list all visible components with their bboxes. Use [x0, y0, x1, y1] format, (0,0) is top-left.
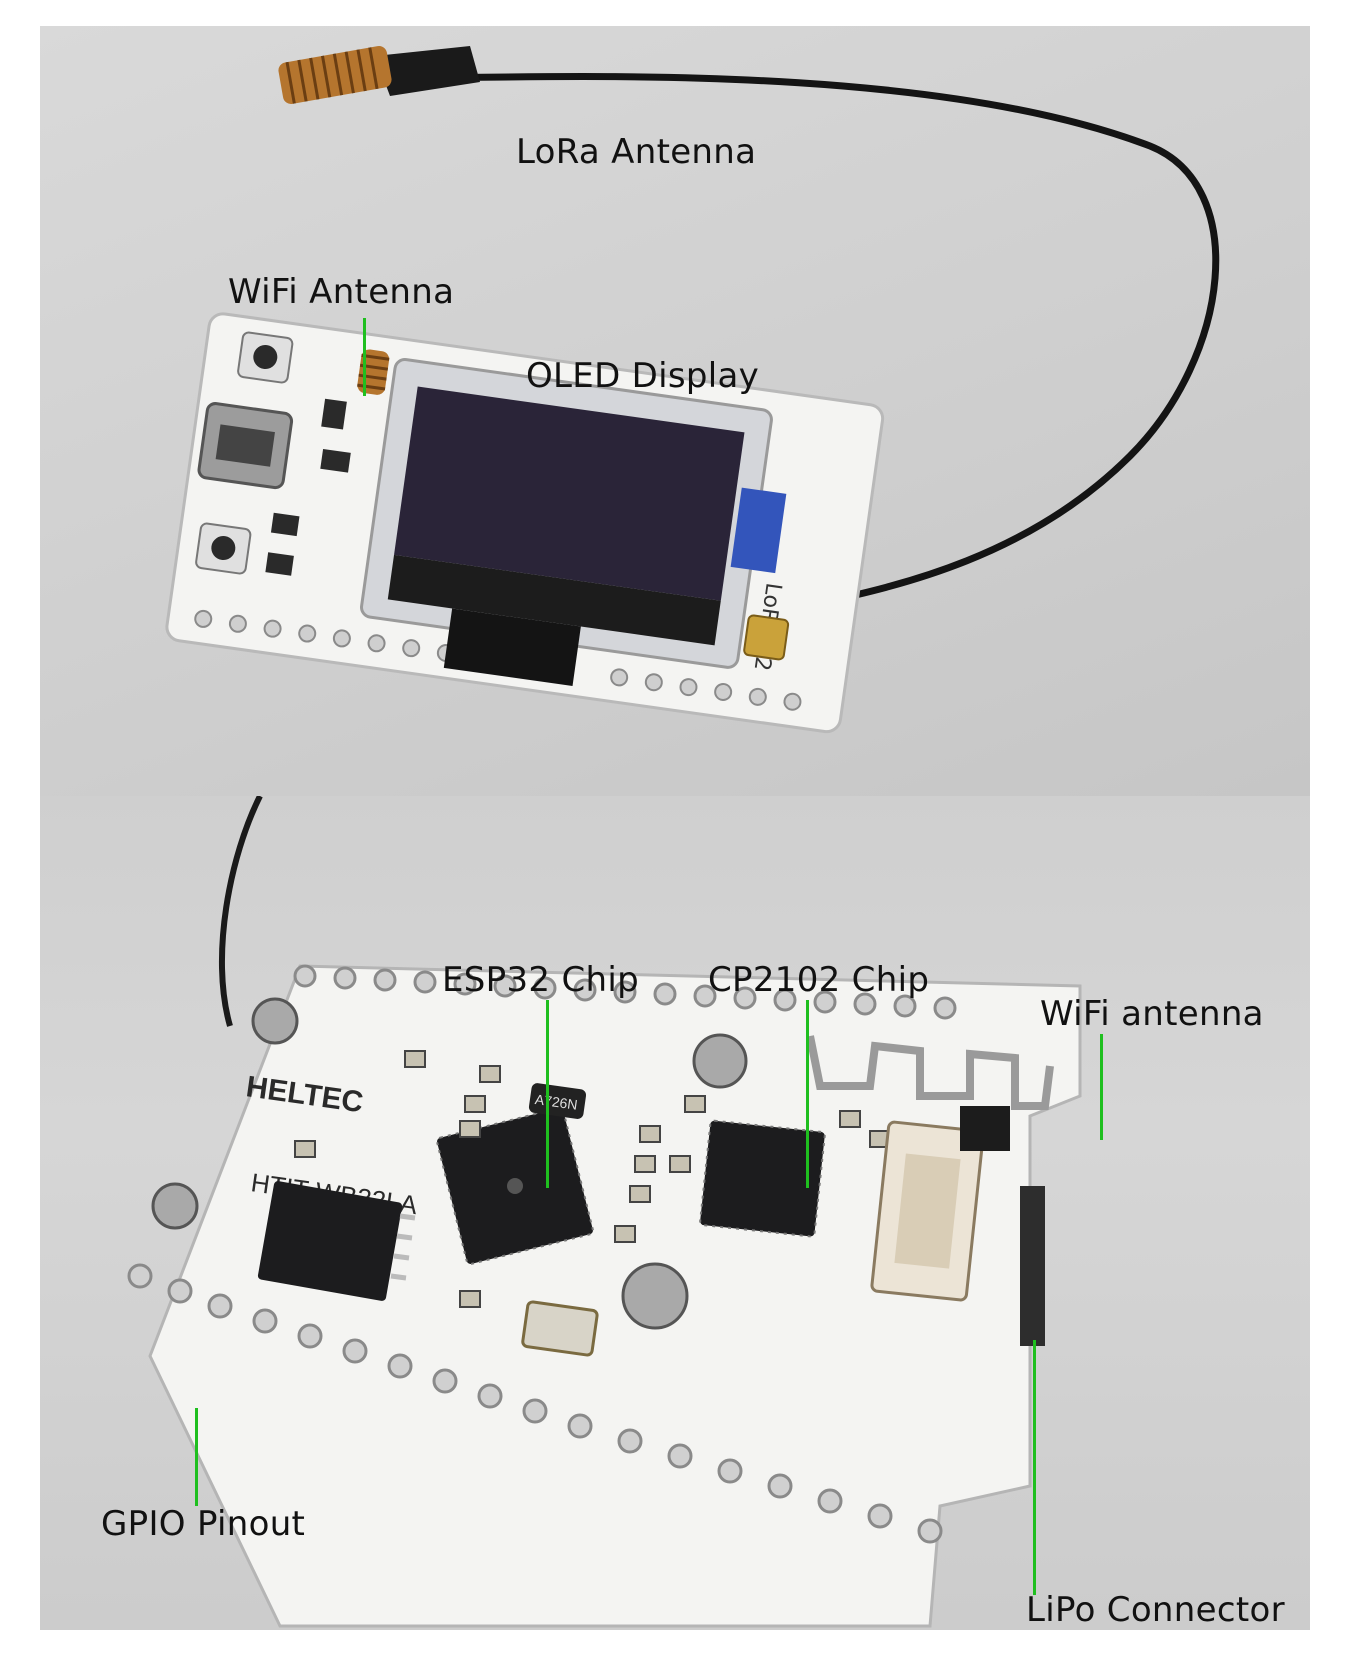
photo-bottom-board: HELTEC HTIT-WB32LA A726N: [40, 796, 1310, 1630]
pcb-top: LoRa 32: [165, 312, 885, 734]
usb-side-edge: [1020, 1186, 1045, 1346]
leader-gpio-pinout: [195, 1408, 198, 1506]
label-gpio-pinout: GPIO Pinout: [101, 1504, 306, 1544]
label-wifi-antenna-bottom: WiFi antenna: [1040, 994, 1264, 1034]
photo-top-board: LoRa 32: [40, 26, 1310, 796]
ipex-connector: [743, 614, 790, 661]
leader-wifi-antenna-top: [363, 318, 366, 396]
oscillator: [521, 1300, 599, 1357]
oled-display: [360, 358, 787, 669]
cp2102-chip-shape: [699, 1119, 826, 1238]
mounting-screws: [151, 997, 748, 1330]
pcb-wifi-trace-antenna: [806, 1035, 1054, 1110]
label-oled-display: OLED Display: [526, 356, 760, 396]
lora-antenna-cable: [419, 73, 1220, 608]
esp32-chip-shape: [436, 1107, 594, 1265]
label-esp32-chip: ESP32 Chip: [442, 960, 639, 1000]
crystal: A726N: [528, 1083, 587, 1119]
crystal-mark: A726N: [534, 1091, 579, 1113]
board-bottom-illustration: HELTEC HTIT-WB32LA A726N: [127, 796, 1082, 1628]
lora-antenna-sleeve: [375, 46, 480, 96]
oled-flex-cable: [443, 608, 581, 686]
leader-esp32-chip: [546, 1000, 549, 1188]
leader-lipo-connector: [1033, 1340, 1036, 1595]
label-wifi-antenna-top: WiFi Antenna: [228, 272, 455, 312]
pin-row-top: [293, 964, 957, 1020]
board-top-illustration: LoRa 32: [165, 46, 1220, 734]
label-lipo-connector: LiPo Connector: [1026, 1590, 1285, 1630]
label-lora-antenna: LoRa Antenna: [516, 132, 757, 172]
label-cp2102-chip: CP2102 Chip: [708, 960, 930, 1000]
lipo-jst-connector: [870, 1106, 1010, 1302]
leader-cp2102-chip: [806, 1000, 809, 1188]
leader-wifi-antenna-bottom: [1100, 1034, 1103, 1140]
flash-chip: [257, 1181, 416, 1301]
smd-passives: [294, 1050, 891, 1308]
lora-antenna-spring: [278, 46, 392, 104]
pcb-bottom: HELTEC HTIT-WB32LA A726N: [127, 964, 1082, 1628]
antenna-cable-bottom: [219, 796, 263, 1027]
pin-row-bottom: [127, 1263, 943, 1544]
